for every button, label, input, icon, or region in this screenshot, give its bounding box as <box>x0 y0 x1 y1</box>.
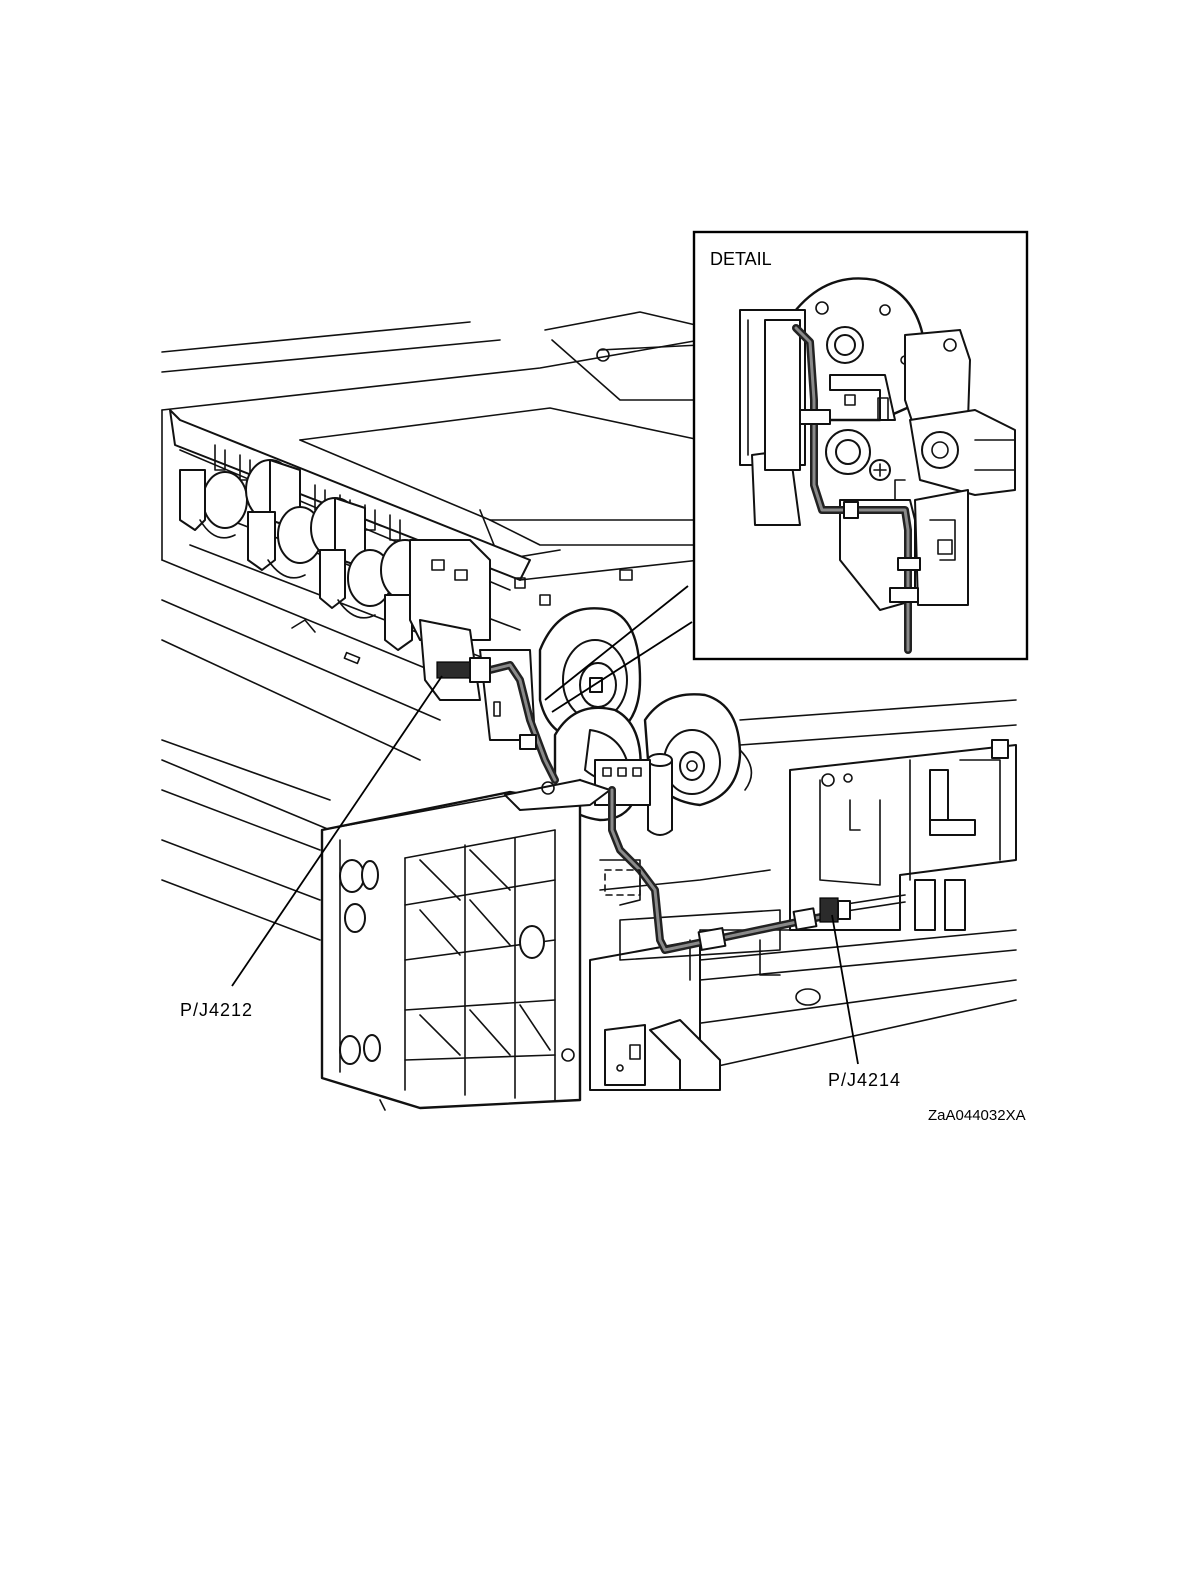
connector-pj4212 <box>437 658 490 682</box>
label-pj4212: P/J4212 <box>180 1000 253 1020</box>
detail-title: DETAIL <box>710 249 772 269</box>
figure-id: ZaA044032XA <box>928 1107 1026 1124</box>
connector-pj4214 <box>820 898 850 922</box>
label-pj4214: P/J4214 <box>828 1070 901 1090</box>
detail-inset: DETAIL <box>694 232 1027 659</box>
